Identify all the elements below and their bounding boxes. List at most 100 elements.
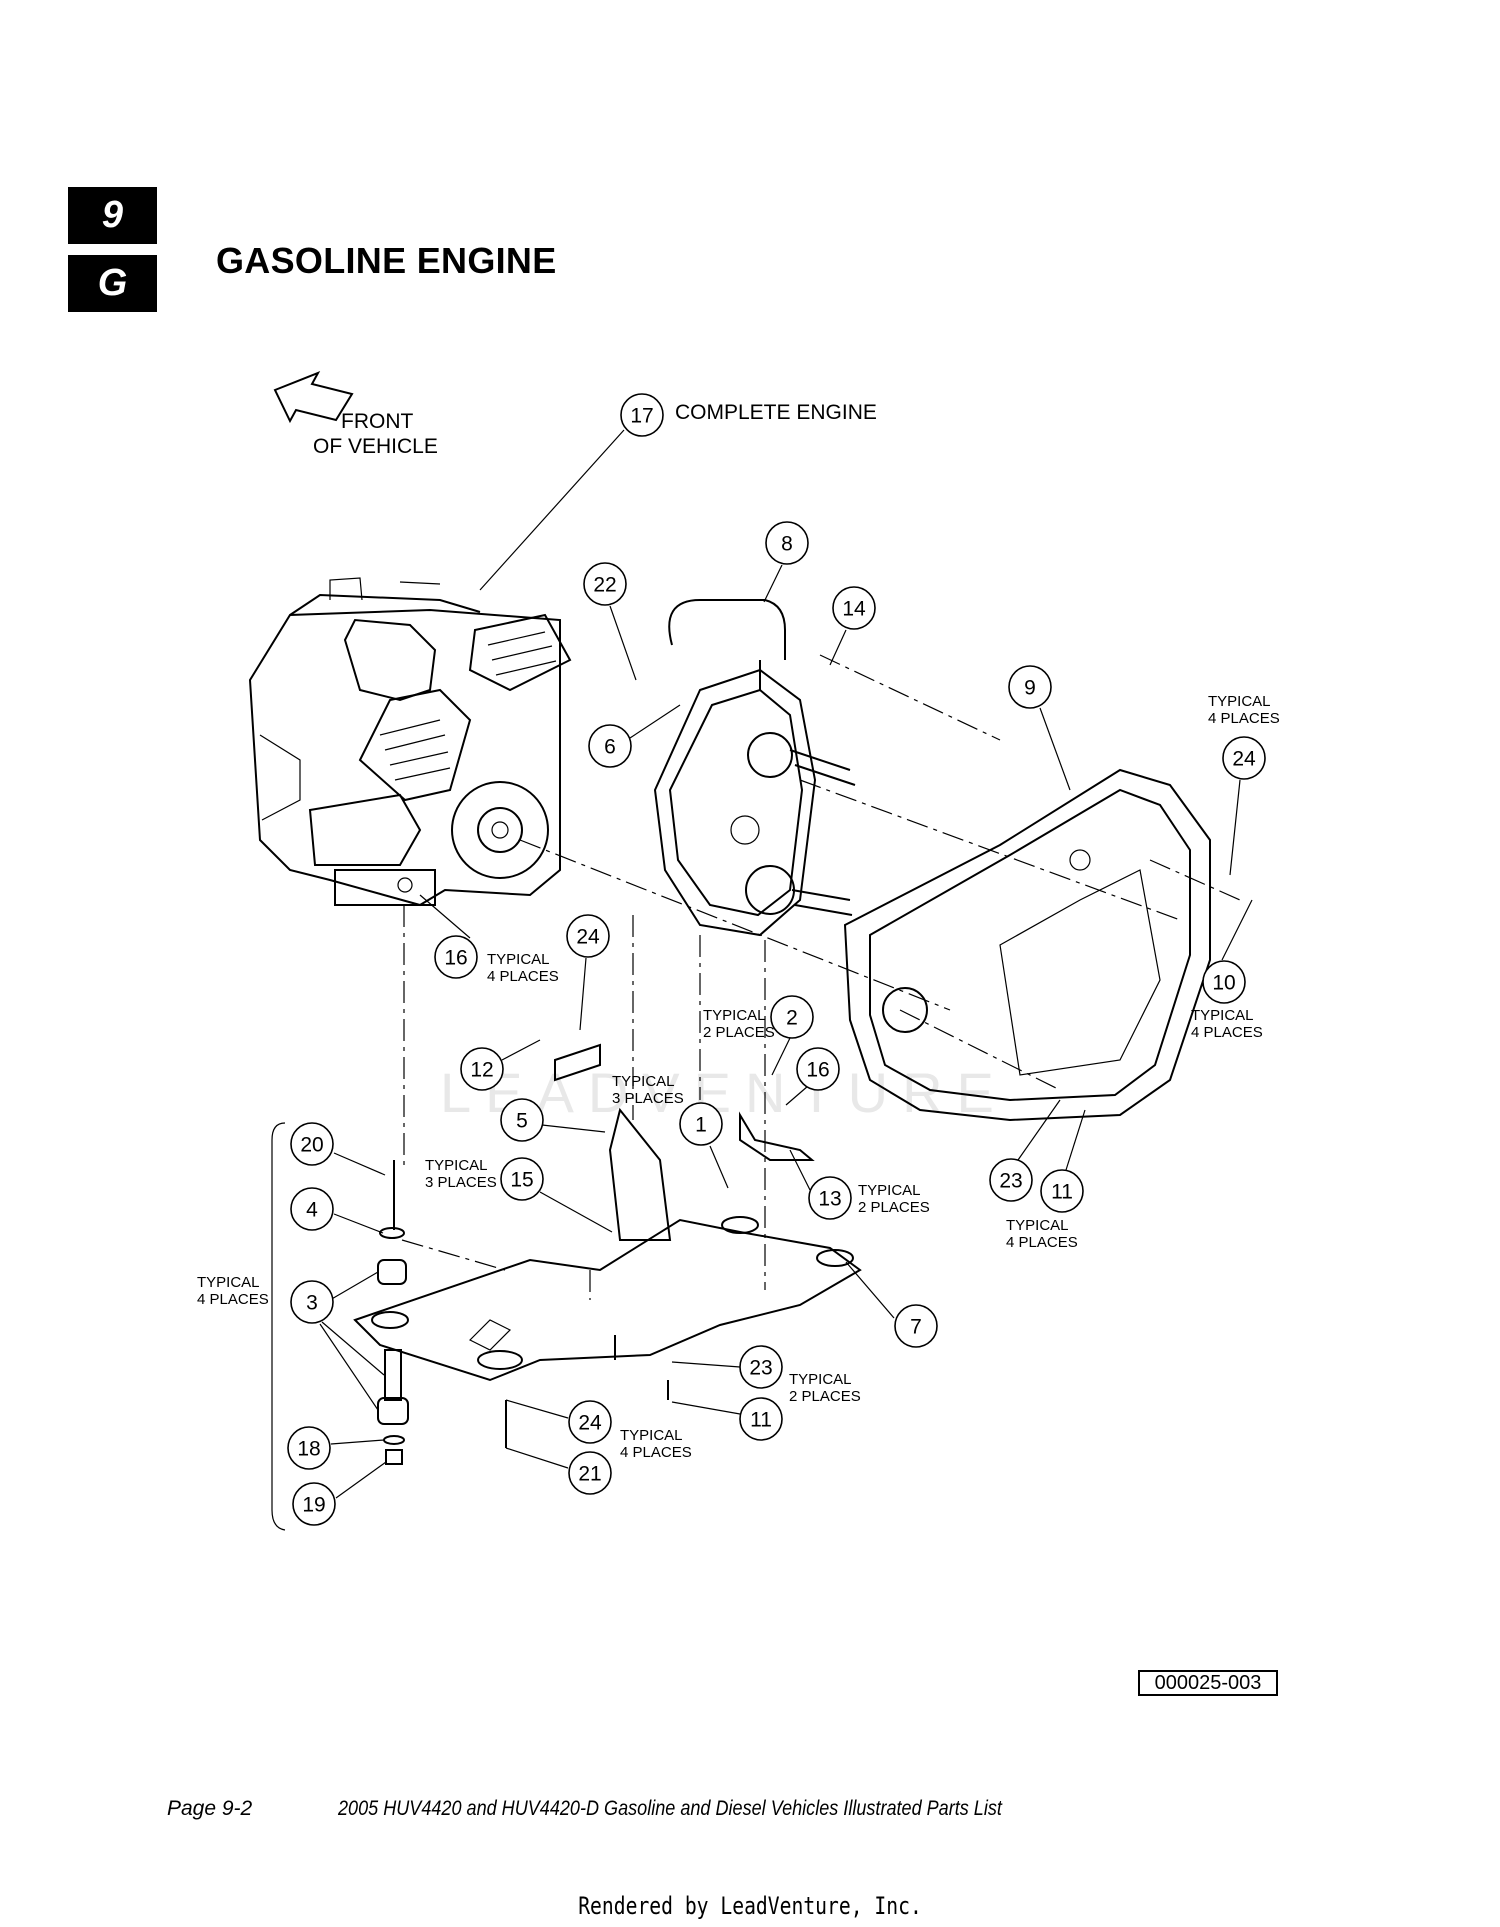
typical-note-line2: 4 PLACES <box>620 1444 692 1461</box>
typical-note-line2: 4 PLACES <box>1006 1234 1078 1251</box>
callout-number: 14 <box>842 598 866 621</box>
typical-note-line1: TYPICAL <box>612 1073 675 1090</box>
callout-circle <box>460 1047 504 1091</box>
typical-note-line1: TYPICAL <box>1208 693 1271 710</box>
typical-note-line1: TYPICAL <box>487 951 550 968</box>
callout-circle <box>290 1187 334 1231</box>
callout-number: 24 <box>1232 748 1256 771</box>
callout-number: 19 <box>302 1494 325 1517</box>
callout-number: 10 <box>1212 972 1235 995</box>
callout-circle <box>739 1345 783 1389</box>
callout-number: 16 <box>444 947 467 970</box>
callout-circle <box>290 1122 334 1166</box>
callout-20: 20 <box>290 1122 334 1166</box>
section-letter-tab: G <box>68 255 157 312</box>
callout-16: 16 <box>796 1047 840 1091</box>
callout-circle <box>500 1157 544 1201</box>
callout-11: 11 <box>1040 1169 1084 1213</box>
callout-3: 3 <box>290 1280 334 1324</box>
callout-circle <box>808 1176 852 1220</box>
callout-number: 18 <box>297 1438 320 1461</box>
callout-circle <box>770 995 814 1039</box>
callout-number: 8 <box>781 533 793 556</box>
footer-document-title: 2005 HUV4420 and HUV4420-D Gasoline and … <box>338 1797 1002 1820</box>
callout-6: 6 <box>588 724 632 768</box>
page-title: GASOLINE ENGINE <box>216 240 557 281</box>
typical-note-line1: TYPICAL <box>425 1157 488 1174</box>
callout-number: 16 <box>806 1059 829 1082</box>
callout-24: 24 <box>566 914 610 958</box>
callout-number: 12 <box>470 1059 493 1082</box>
callout-number: 20 <box>300 1134 323 1157</box>
callout-number: 9 <box>1024 677 1036 700</box>
engine-illustration <box>248 577 572 907</box>
callout-circle <box>287 1426 331 1470</box>
callout-number: 7 <box>910 1316 922 1339</box>
alignment-lines <box>401 654 1241 1300</box>
callout-circle <box>679 1102 723 1146</box>
typical-note-line2: 4 PLACES <box>487 968 559 985</box>
callout-1: 1 <box>679 1102 723 1146</box>
callout-circle <box>1040 1169 1084 1213</box>
callout-number: 2 <box>786 1007 798 1030</box>
callout-number: 11 <box>750 1409 772 1432</box>
callout-circle <box>894 1304 938 1348</box>
callout-18: 18 <box>287 1426 331 1470</box>
gear-case-illustration <box>653 599 856 937</box>
typical-note-line2: 4 PLACES <box>197 1291 269 1308</box>
callout-circle <box>796 1047 840 1091</box>
mount-plate-illustration <box>353 1043 862 1465</box>
callout-number: 11 <box>1051 1181 1073 1204</box>
callout-15: 15 <box>500 1157 544 1201</box>
callout-number: 23 <box>999 1170 1022 1193</box>
callout-number: 15 <box>510 1169 533 1192</box>
callout-circle <box>566 914 610 958</box>
callout-12: 12 <box>460 1047 504 1091</box>
callout-circle <box>434 935 478 979</box>
section-number-tab: 9 <box>68 187 157 244</box>
typical-note-line2: 4 PLACES <box>1208 710 1280 727</box>
callout-4: 4 <box>290 1187 334 1231</box>
callout-17: 17 <box>620 393 664 437</box>
callout-number: 21 <box>578 1463 601 1486</box>
callout-10: 10 <box>1202 960 1246 1004</box>
typical-note-line1: TYPICAL <box>703 1007 766 1024</box>
typical-note-line1: TYPICAL <box>858 1182 921 1199</box>
callout-8: 8 <box>765 521 809 565</box>
callout-circle <box>500 1098 544 1142</box>
typical-note-line2: 4 PLACES <box>1191 1024 1263 1041</box>
typical-note-line1: TYPICAL <box>1006 1217 1069 1234</box>
callout-22: 22 <box>583 562 627 606</box>
callout-16: 16 <box>434 935 478 979</box>
front-direction-arrow <box>273 371 354 424</box>
direction-label-line2: OF VEHICLE <box>313 435 438 458</box>
callout-23: 23 <box>989 1158 1033 1202</box>
callout-number: 24 <box>578 1412 602 1435</box>
callout-circle <box>1222 736 1266 780</box>
complete-engine-label: COMPLETE ENGINE <box>675 401 877 424</box>
typical-note-line2: 2 PLACES <box>858 1199 930 1216</box>
callout-11: 11 <box>739 1397 783 1441</box>
typical-note-line1: TYPICAL <box>620 1427 683 1444</box>
callout-circle <box>739 1397 783 1441</box>
callout-number: 4 <box>306 1199 318 1222</box>
callout-number: 1 <box>695 1114 707 1137</box>
callout-number: 17 <box>630 405 653 428</box>
callout-circle <box>1008 665 1052 709</box>
callout-24: 24 <box>1222 736 1266 780</box>
callout-23: 23 <box>739 1345 783 1389</box>
callout-21: 21 <box>568 1451 612 1495</box>
callout-circle <box>290 1280 334 1324</box>
callout-circle <box>989 1158 1033 1202</box>
callout-2: 2 <box>770 995 814 1039</box>
typical-note-line2: 2 PLACES <box>703 1024 775 1041</box>
drawing-number: 000025-003 <box>1138 1670 1278 1696</box>
callout-number: 24 <box>576 926 600 949</box>
typical-note-line1: TYPICAL <box>197 1274 260 1291</box>
leader-lines <box>319 429 1253 1499</box>
typical-note-line1: TYPICAL <box>1191 1007 1254 1024</box>
grouping-bracket <box>271 1122 286 1531</box>
rendered-by-credit: Rendered by LeadVenture, Inc. <box>578 1892 922 1920</box>
